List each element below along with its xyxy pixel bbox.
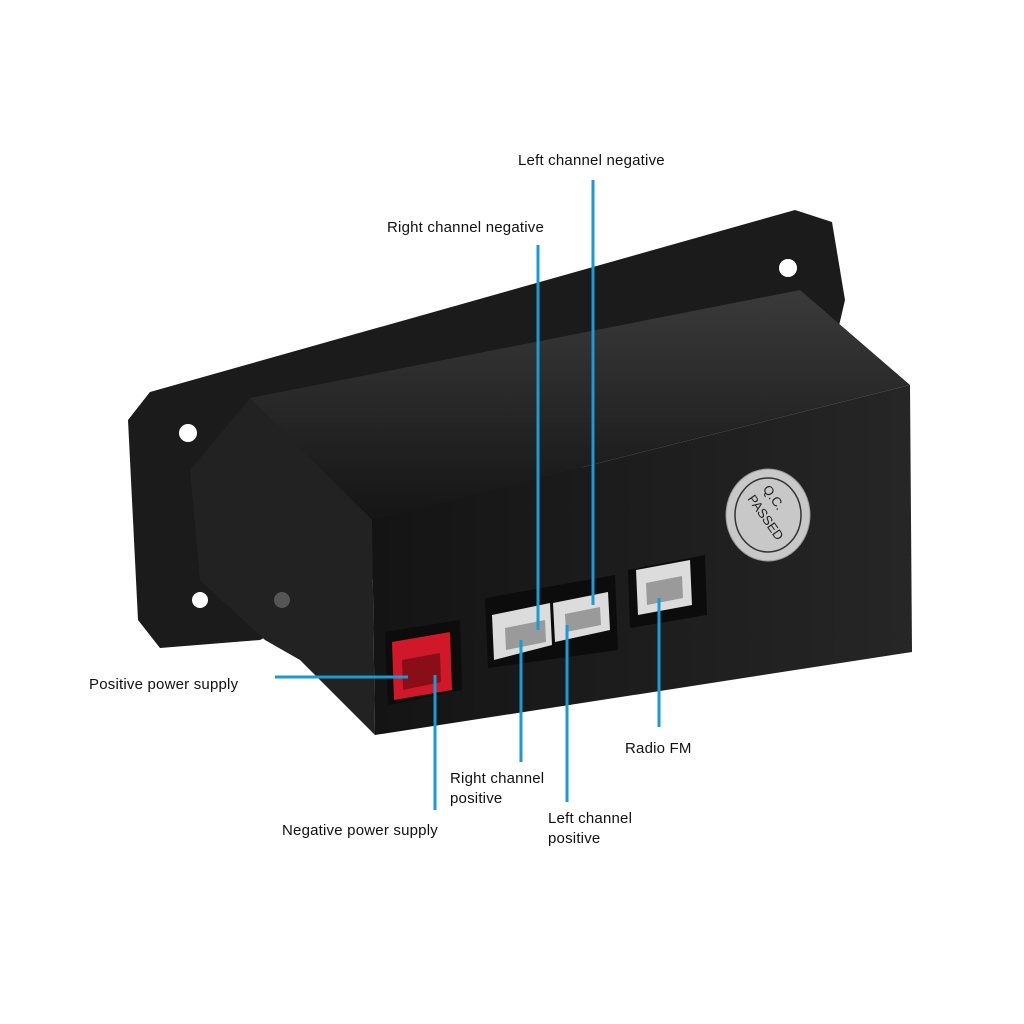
label-line: positive — [450, 790, 503, 807]
label-line: Left channel — [548, 810, 633, 827]
label-negative-power-supply: Negative power supply — [282, 822, 438, 839]
label-left-channel-negative: Left channel negative — [518, 152, 665, 169]
housing-top — [250, 290, 910, 520]
label-line: positive — [548, 830, 601, 847]
mount-hole-icon — [192, 592, 208, 608]
label-left-channel-positive: Left channel positive — [548, 809, 632, 849]
housing-side — [190, 398, 375, 735]
label-right-channel-negative: Right channel negative — [387, 219, 545, 236]
label-positive-power-supply: Positive power supply — [89, 676, 239, 693]
label-right-channel-positive: Right channel positive — [450, 769, 544, 809]
power-connector — [392, 632, 452, 700]
radio-fm-connector — [636, 560, 692, 615]
screw-icon — [274, 592, 290, 608]
label-line: Right channel — [450, 770, 545, 787]
label-radio-fm: Radio FM — [625, 740, 692, 757]
qc-passed-sticker: Q.C. PASSED — [725, 468, 811, 562]
mount-hole-icon — [779, 259, 797, 277]
mount-hole-icon — [179, 424, 197, 442]
